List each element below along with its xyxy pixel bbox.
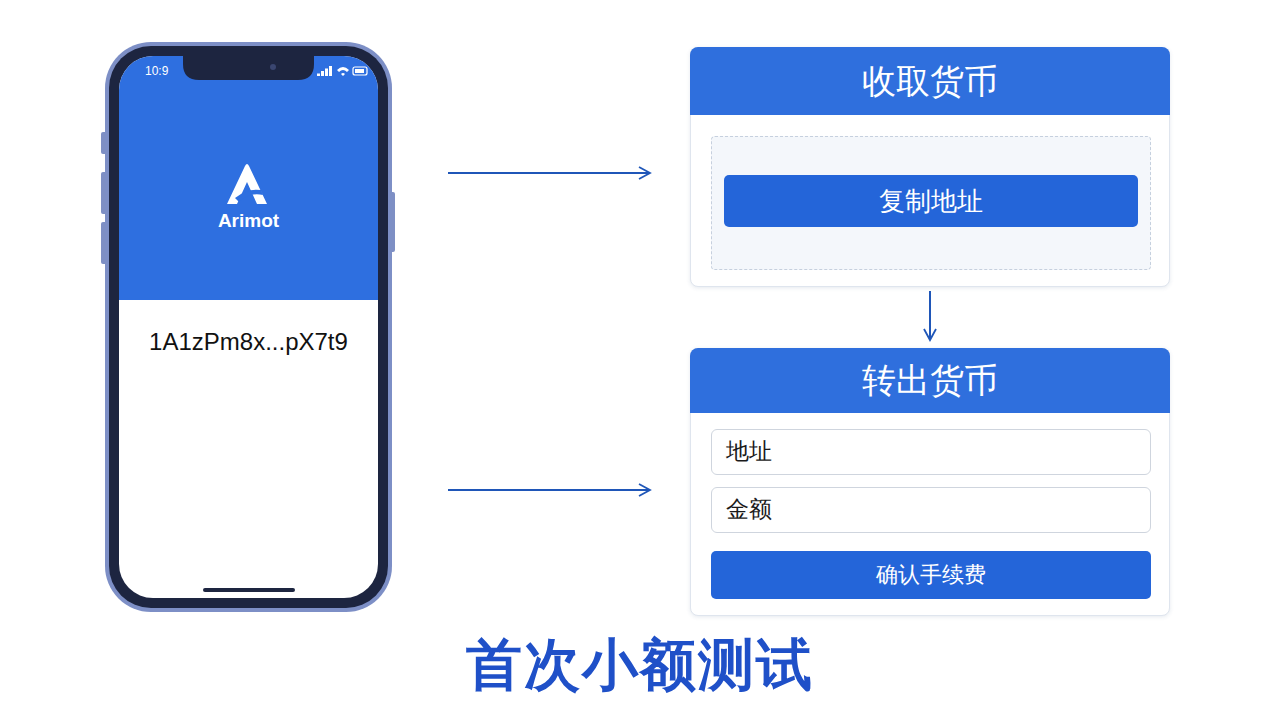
flow-arrow <box>448 489 650 491</box>
wallet-address: 1A1zPm8x...pX7t9 <box>105 328 392 356</box>
panel-heading: 收取货币 <box>690 47 1170 115</box>
button-label: 复制地址 <box>724 175 1138 227</box>
field-label: 金额 <box>726 488 772 532</box>
panel-heading: 转出货币 <box>690 348 1170 413</box>
flow-arrow <box>448 172 650 174</box>
input-field: 地址 <box>711 429 1151 475</box>
flow-arrow <box>929 291 931 340</box>
field-label: 地址 <box>726 430 772 474</box>
action-button: 复制地址 <box>724 175 1138 227</box>
input-field: 金额 <box>711 487 1151 533</box>
phone-illustration <box>101 42 396 612</box>
phone-mockup: Arimot 1A1zPm8x...pX7t9 10:9 <box>105 42 392 612</box>
app-name: Arimot <box>105 210 392 232</box>
panel-box: 地址金额确认手续费 转出货币 <box>690 348 1170 616</box>
panel-box: 复制地址收取货币 <box>690 47 1170 287</box>
button-label: 确认手续费 <box>711 551 1151 599</box>
caption: 首次小额测试 <box>0 628 1280 704</box>
action-button: 确认手续费 <box>711 551 1151 599</box>
status-time: 10:9 <box>145 64 168 78</box>
